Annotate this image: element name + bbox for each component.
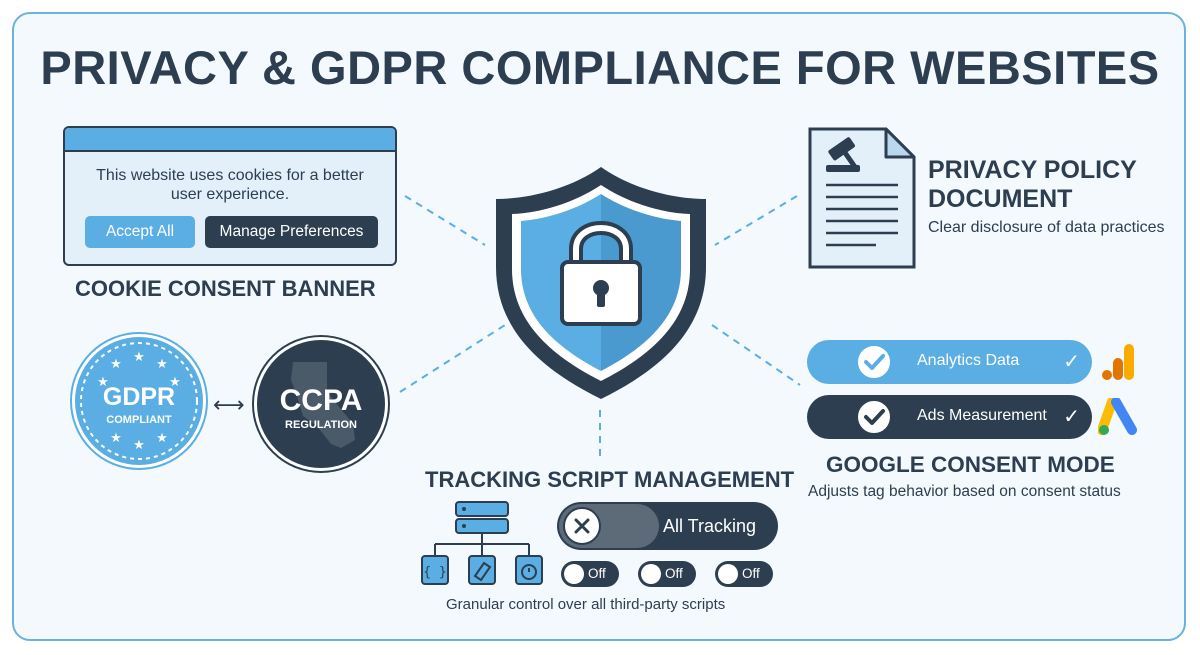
ads-measurement-label: Ads Measurement (917, 407, 1047, 424)
all-tracking-label: All Tracking (663, 516, 757, 536)
toggle-knob (641, 564, 661, 584)
svg-text:★: ★ (110, 357, 122, 372)
cookie-banner-label: COOKIE CONSENT BANNER (75, 276, 376, 301)
california-map-icon (291, 362, 355, 448)
eu-stars-icon: ★ ★ ★ ★ ★ ★ ★ ★ (80, 342, 198, 460)
tracking-description: Granular control over all third-party sc… (446, 596, 726, 613)
toggle-off-label: Off (742, 566, 760, 581)
toggle-knob (718, 564, 738, 584)
svg-text:{ }: { } (423, 565, 446, 580)
ccpa-regulation-badge: CCPA REGULATION (254, 337, 388, 471)
page-title: PRIVACY & GDPR COMPLIANCE FOR WEBSITES (40, 41, 1160, 94)
code-icon (421, 555, 449, 585)
connector-banner (404, 195, 486, 246)
tracking-script-label: TRACKING SCRIPT MANAGEMENT (425, 467, 795, 492)
toggle-knob (855, 343, 893, 381)
cookie-consent-banner: This website uses cookies for a better u… (63, 126, 397, 266)
script-toggle-2[interactable]: Off (638, 561, 696, 587)
script-toggle-1[interactable]: Off (561, 561, 619, 587)
check-icon (864, 409, 885, 425)
script-toggle-3[interactable]: Off (715, 561, 773, 587)
gdpr-sublabel: COMPLIANT (106, 414, 172, 426)
close-icon (574, 518, 590, 534)
privacy-policy-description: Clear disclosure of data practices (928, 219, 1165, 236)
privacy-policy-title: PRIVACY POLICY DOCUMENT (928, 156, 1137, 213)
check-icon (864, 354, 885, 370)
script-hierarchy-icon: { } (421, 501, 543, 585)
checkmark-icon: ✓ (1063, 351, 1080, 373)
gavel-icon (826, 137, 860, 172)
svg-text:★: ★ (133, 350, 145, 365)
gdpr-label: GDPR (102, 383, 176, 411)
accept-all-button[interactable]: Accept All (85, 216, 195, 248)
checkmark-icon: ✓ (1063, 406, 1080, 428)
connector-consent (711, 324, 801, 386)
google-ads-icon (1098, 398, 1137, 435)
svg-text:★: ★ (97, 375, 109, 390)
all-tracking-toggle[interactable]: All Tracking (557, 502, 778, 550)
svg-text:★: ★ (156, 431, 168, 446)
privacy-policy-document-icon (808, 127, 916, 269)
ads-measurement-toggle[interactable]: Ads Measurement ✓ (807, 395, 1092, 439)
analytics-bars-icon (1102, 344, 1134, 380)
toggle-knob (855, 398, 893, 436)
ccpa-sublabel: REGULATION (285, 419, 357, 431)
svg-text:★: ★ (133, 438, 145, 453)
toggle-off-label: Off (588, 566, 606, 581)
analytics-data-label: Analytics Data (917, 352, 1020, 369)
banner-message: This website uses cookies for a better u… (96, 167, 364, 203)
connector-policy (714, 195, 798, 246)
ccpa-label: CCPA (279, 384, 363, 417)
toggle-off-label: Off (665, 566, 683, 581)
toggle-knob (564, 564, 584, 584)
google-consent-mode-description: Adjusts tag behavior based on consent st… (808, 483, 1121, 500)
svg-text:★: ★ (169, 375, 181, 390)
analytics-data-toggle[interactable]: Analytics Data ✓ (807, 340, 1092, 384)
manage-preferences-button[interactable]: Manage Preferences (205, 216, 378, 248)
banner-title-bar (65, 128, 395, 152)
svg-text:★: ★ (156, 357, 168, 372)
bidirectional-arrow-icon: ⟷ (213, 392, 245, 417)
svg-text:★: ★ (110, 431, 122, 446)
shield-lock-icon (496, 167, 706, 399)
toggle-knob (563, 507, 601, 545)
gdpr-compliant-badge: ★ ★ ★ ★ ★ ★ ★ ★ GDPR COMPLIANT (72, 334, 206, 468)
google-consent-mode-label: GOOGLE CONSENT MODE (826, 452, 1115, 477)
